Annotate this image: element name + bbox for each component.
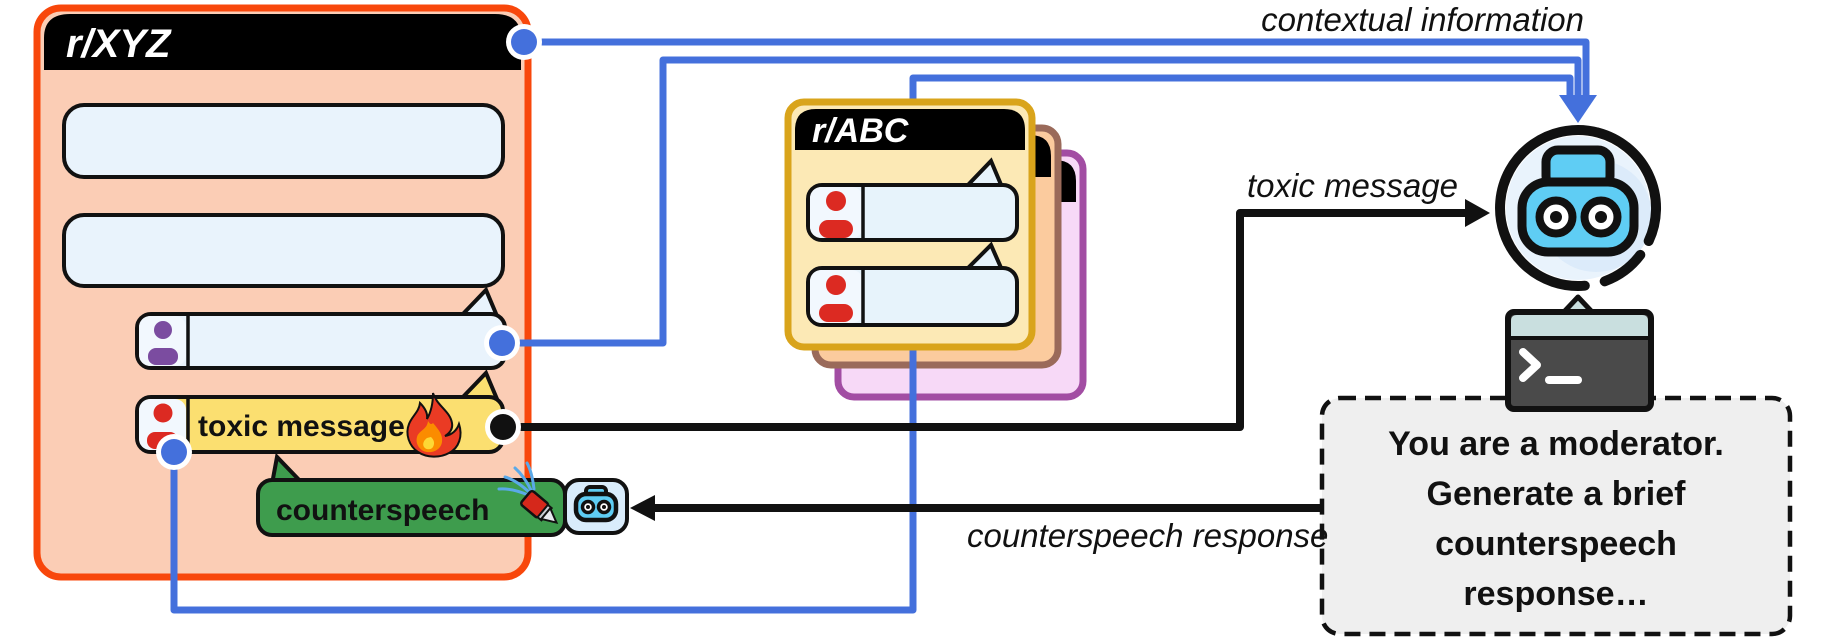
abc-titlebar: [795, 109, 1025, 150]
xyz-title: r/XYZ: [66, 22, 172, 66]
context-line-thread: [508, 56, 1582, 347]
comment-bubble-purple-user: [135, 286, 507, 370]
counterspeech-response-label: counterspeech response: [967, 517, 1328, 554]
counterspeech-arrowhead: [630, 495, 655, 521]
user-icon-purple: [148, 321, 178, 365]
user-icon-red: [819, 191, 853, 238]
subreddit-abc-card: r/ABC: [784, 98, 1036, 351]
fire-extinguisher-icon: [497, 461, 559, 525]
abc-title: r/ABC: [812, 112, 909, 150]
chatbot-chip-icon: [563, 478, 629, 535]
toxic-message-bubble: toxic message: [135, 369, 505, 458]
subreddit-xyz-card: r/XYZ toxic message: [33, 4, 629, 581]
connector-dots: [156, 24, 542, 470]
prompt-line-2: Generate a brief: [1427, 475, 1687, 513]
user-icon-red: [819, 275, 853, 322]
community-connector-dot: [511, 29, 537, 55]
contextual-information-label: contextual information: [1261, 1, 1584, 38]
xyz-titlebar: [44, 14, 521, 70]
post-placeholder-1: [62, 103, 505, 179]
message-arrows: [510, 199, 1490, 521]
counterspeech-text: counterspeech: [276, 494, 489, 527]
terminal-prompt-glyph: [1519, 348, 1582, 384]
toxic-arrow: [510, 209, 1467, 431]
thread-connector-dot: [489, 330, 515, 356]
context-line-community: [524, 38, 1590, 100]
toxic-connector-dot: [490, 414, 516, 440]
terminal-icon: [1505, 294, 1654, 412]
toxic-message-label: toxic message: [1247, 167, 1458, 204]
post-placeholder-2: [62, 213, 505, 288]
prompt-box: You are a moderator. Generate a brief co…: [1319, 395, 1793, 637]
user-connector-dot: [161, 439, 187, 465]
prompt-line-4: response…: [1463, 575, 1648, 613]
robot-icon: [1495, 125, 1661, 291]
fire-icon: [406, 392, 462, 458]
prompt-line-1: You are a moderator.: [1388, 425, 1724, 463]
toxic-arrowhead: [1465, 199, 1490, 227]
prompt-line-3: counterspeech: [1435, 525, 1677, 563]
abc-comment-bubble-1: [806, 157, 1019, 242]
toxic-message-text: toxic message: [198, 410, 405, 443]
context-arrowhead: [1559, 95, 1597, 123]
abc-comment-bubble-2: [806, 241, 1019, 327]
